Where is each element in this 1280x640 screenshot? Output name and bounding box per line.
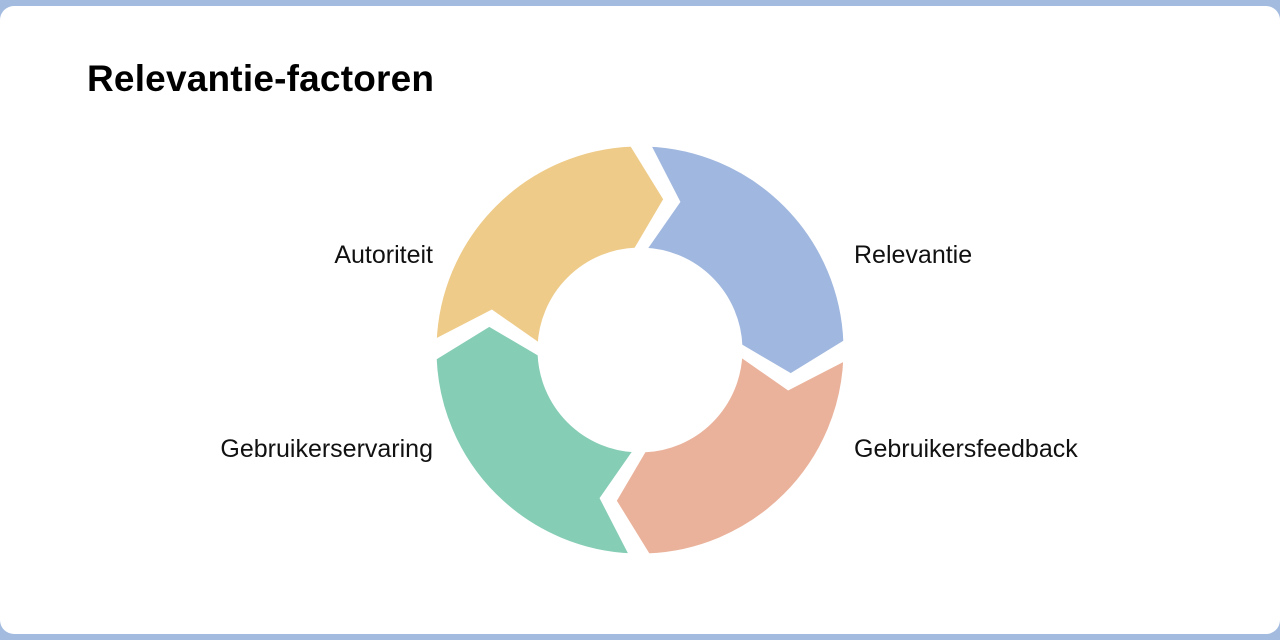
arrow-segment-gebruikerservaring: [431, 321, 641, 559]
arrow-segment-relevantie: [639, 141, 849, 379]
segment-label-gebruikerservaring: Gebruikerservaring: [220, 435, 433, 463]
page-title: Relevantie-factoren: [87, 58, 435, 99]
diagram-card: Relevantie-factoren Relevantie Gebruiker…: [0, 6, 1280, 634]
segment-label-relevantie: Relevantie: [854, 241, 973, 269]
arrow-segment-autoriteit: [431, 141, 669, 351]
segment-label-gebruikersfeedback: Gebruikersfeedback: [854, 435, 1078, 463]
segment-label-autoriteit: Autoriteit: [334, 241, 433, 269]
arrow-segment-gebruikersfeedback: [611, 349, 849, 559]
cycle-diagram: [431, 141, 849, 559]
